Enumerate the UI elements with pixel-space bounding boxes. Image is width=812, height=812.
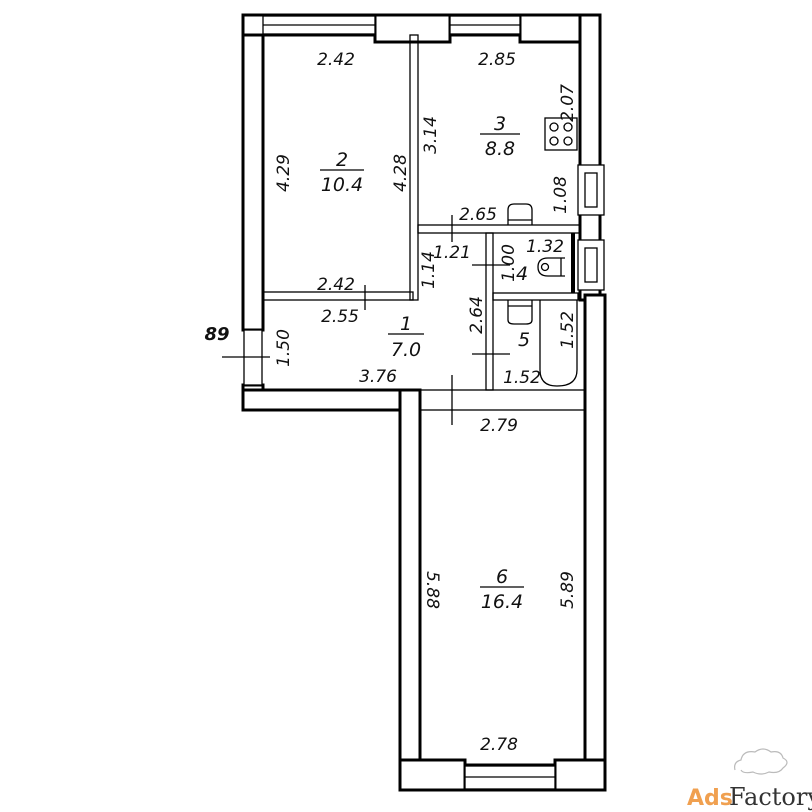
room-number: 2 [336, 149, 348, 171]
windows [243, 15, 556, 790]
dim-r6-right: 5.89 [558, 571, 578, 609]
dim-r6-top: 2.79 [480, 416, 518, 436]
room-4-label: 4 [516, 263, 528, 285]
dim-r3-right: 2.07 [558, 84, 578, 122]
toilet-icon [537, 257, 565, 277]
dim-r6-left: 5.88 [422, 571, 442, 609]
dim-hall-bottom: 3.76 [359, 367, 397, 387]
dim-r5-width: 1.52 [503, 368, 541, 388]
dim-r2-bottom: 2.42 [317, 275, 355, 295]
sink-icon [507, 203, 533, 225]
room-area: 7.0 [391, 339, 421, 361]
room-number: 6 [496, 566, 508, 588]
dim-hall-mid: 2.64 [467, 296, 487, 334]
watermark-ads: Ads [687, 786, 733, 811]
interior-walls [262, 34, 586, 411]
dim-r3-left: 3.14 [421, 116, 441, 154]
dimension-lines [222, 215, 510, 425]
bathtub-icon [539, 300, 578, 387]
dim-r2-top: 2.42 [317, 50, 355, 70]
room-6-label: 6 16.4 [480, 566, 524, 613]
room-number: 1 [400, 313, 412, 335]
vent-shafts [577, 164, 605, 291]
room-3-label: 3 8.8 [480, 113, 520, 160]
dim-hall-width: 2.55 [321, 307, 359, 327]
dim-hall-left: 1.14 [419, 251, 439, 289]
washbasin-icon [507, 300, 533, 325]
dim-r4-height: 1.00 [499, 244, 519, 282]
room-area: 10.4 [321, 174, 363, 196]
room-number: 3 [494, 113, 506, 135]
stove-icon [544, 117, 578, 151]
room-2-label: 2 10.4 [320, 149, 364, 196]
dim-r5-height: 1.52 [558, 311, 578, 349]
dim-r3-bottom: 2.65 [459, 205, 497, 225]
room-1-label: 1 7.0 [388, 313, 424, 361]
dim-hall-top: 1.21 [433, 243, 471, 263]
dim-r4-width: 1.32 [526, 237, 564, 257]
room-area: 8.8 [485, 138, 515, 160]
watermark-factory: Factory [729, 783, 812, 811]
dim-r3-side: 1.08 [551, 176, 571, 214]
dim-r2-right: 4.28 [391, 154, 411, 192]
room-area: 16.4 [481, 591, 523, 613]
dim-r2-left: 4.29 [274, 154, 294, 192]
adsfactory-watermark: Ads Factory [687, 748, 812, 811]
dim-hall-door: 1.50 [274, 329, 294, 367]
dim-r6-bottom: 2.78 [480, 735, 518, 755]
dim-r3-top: 2.85 [478, 50, 516, 70]
room-5-label: 5 [518, 329, 530, 351]
dim-wall-mark: 89 [204, 324, 229, 345]
